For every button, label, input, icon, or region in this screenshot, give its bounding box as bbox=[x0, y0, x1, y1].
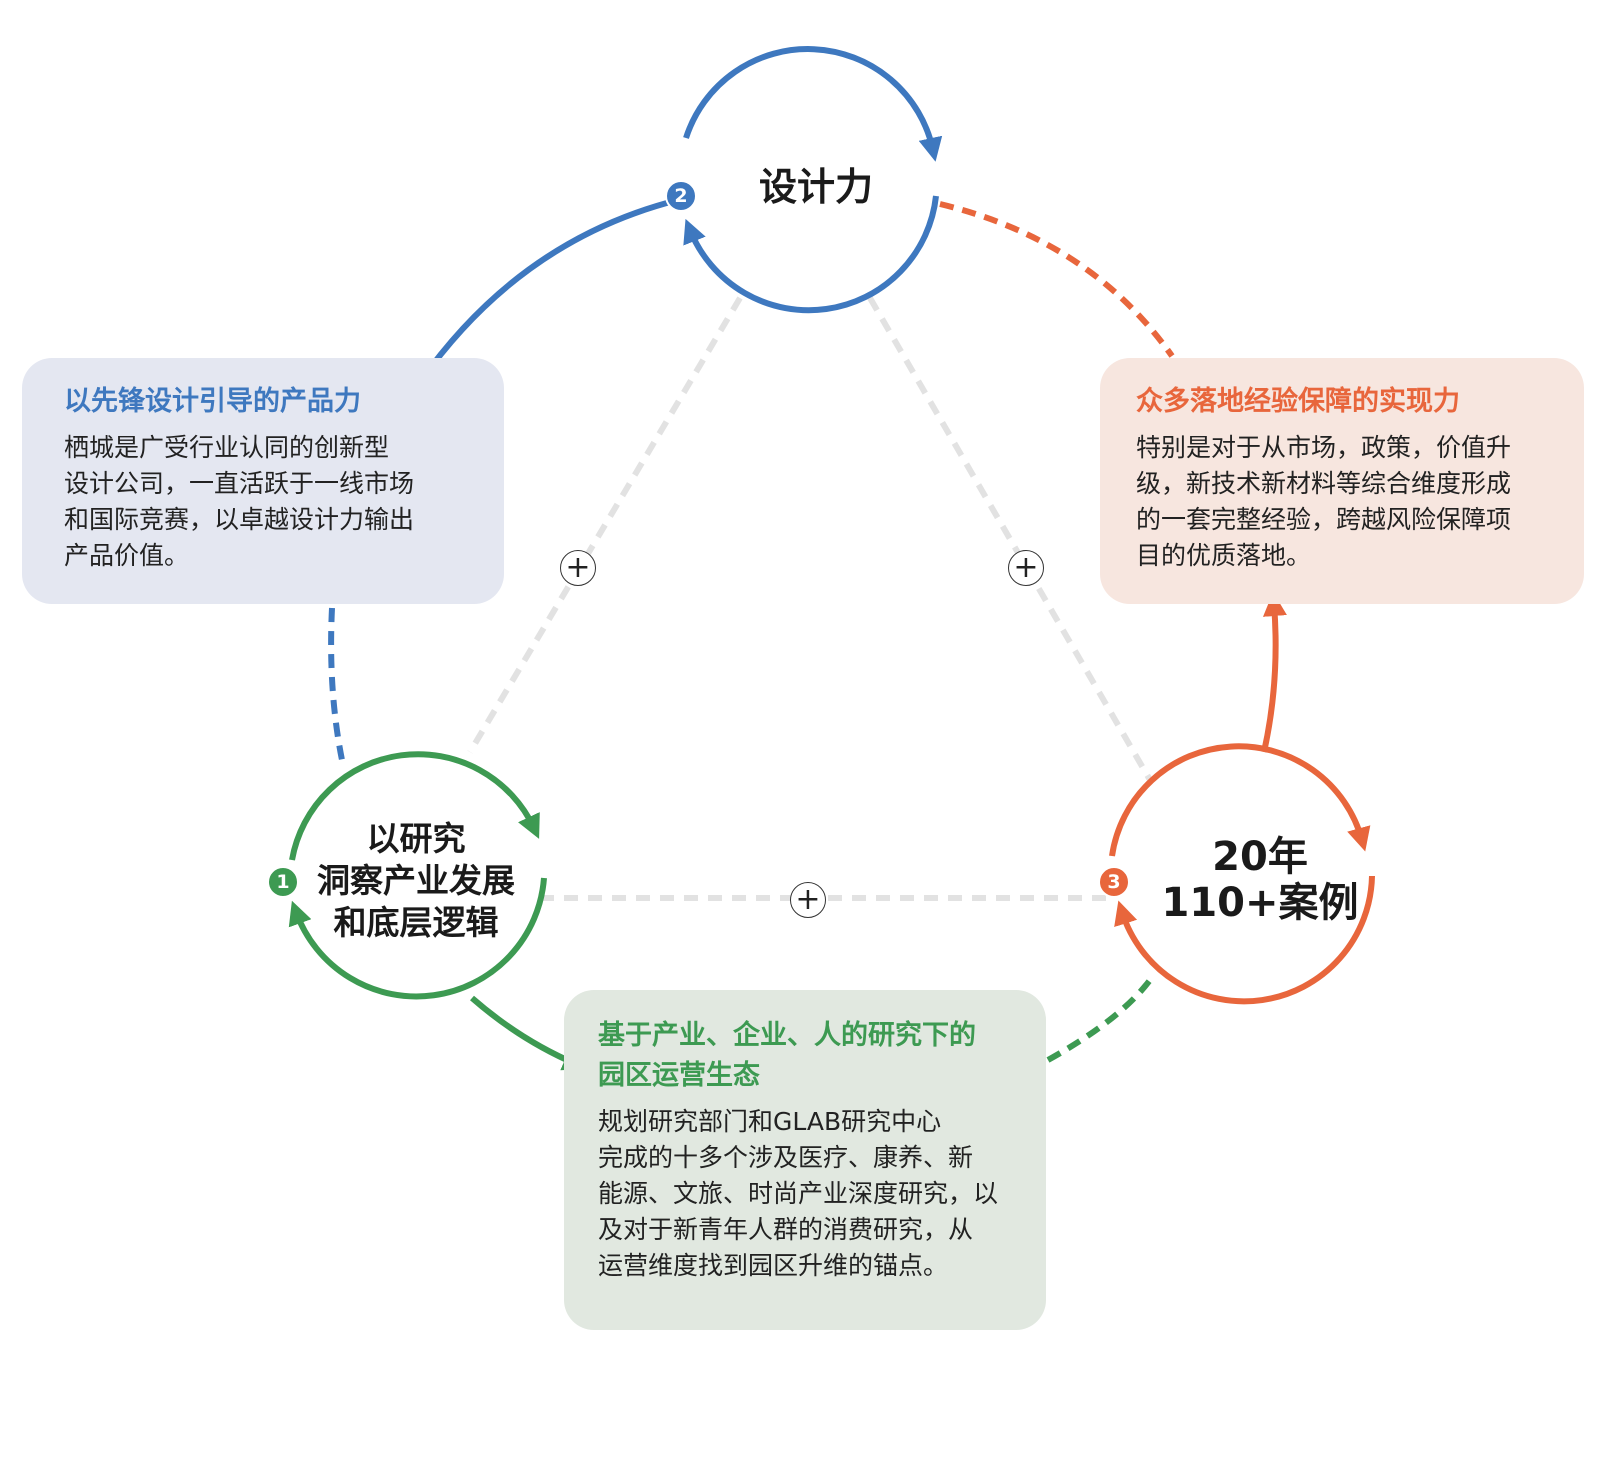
operation-title-line: 园区运营生态 bbox=[598, 1060, 760, 1091]
card-line: 设计公司，一直活跃于一线市场 bbox=[64, 469, 415, 498]
link-design-years bbox=[867, 296, 1153, 782]
operation-card: 基于产业、企业、人的研究下的 园区运营生态 规划研究部门和GLAB研究中心 完成… bbox=[564, 990, 1046, 1330]
product-card-body: 栖城是广受行业认同的创新型 设计公司，一直活跃于一线市场 和国际竞赛，以卓越设计… bbox=[64, 430, 474, 574]
plus-icon: + bbox=[1008, 550, 1044, 586]
node-research-line: 以研究 bbox=[366, 819, 466, 858]
card-line: 级，新技术新材料等综合维度形成 bbox=[1136, 469, 1512, 498]
product-card-title: 以先锋设计引导的产品力 bbox=[64, 386, 361, 417]
triangle-links bbox=[467, 296, 1153, 901]
node-years-line: 110+案例 bbox=[1161, 880, 1359, 926]
card-line: 规划研究部门和GLAB研究中心 bbox=[598, 1107, 942, 1136]
card-line: 运营维度找到园区升维的锚点。 bbox=[598, 1251, 949, 1280]
arrow-years-to-realization bbox=[1261, 592, 1287, 753]
realization-card: 众多落地经验保障的实现力 特别是对于从市场，政策，价值升 级，新技术新材料等综合… bbox=[1100, 358, 1584, 604]
card-line: 及对于新青年人群的消费研究，从 bbox=[598, 1215, 974, 1244]
product-card: 以先锋设计引导的产品力 栖城是广受行业认同的创新型 设计公司，一直活跃于一线市场… bbox=[22, 358, 504, 604]
card-line: 产品价值。 bbox=[64, 541, 190, 570]
realization-card-body: 特别是对于从市场，政策，价值升 级，新技术新材料等综合维度形成 的一套完整经验，… bbox=[1136, 430, 1560, 574]
badge-1: 1 bbox=[267, 866, 299, 898]
node-research-line: 和底层逻辑 bbox=[333, 903, 499, 942]
node-years-label: 20年 110+案例 bbox=[1130, 834, 1390, 926]
years-cycle bbox=[1109, 743, 1375, 1005]
operation-card-title: 基于产业、企业、人的研究下的 园区运营生态 bbox=[598, 1016, 1022, 1096]
design-cycle bbox=[683, 46, 943, 314]
badge-2: 2 bbox=[665, 180, 697, 212]
card-line: 栖城是广受行业认同的创新型 bbox=[64, 433, 390, 462]
research-cycle bbox=[288, 751, 547, 1000]
card-line: 和国际竞赛，以卓越设计力输出 bbox=[64, 505, 415, 534]
card-line: 目的优质落地。 bbox=[1136, 541, 1312, 570]
card-line: 完成的十多个涉及医疗、康养、新 bbox=[598, 1143, 974, 1172]
dash-product-to-research bbox=[328, 607, 345, 761]
operation-card-body: 规划研究部门和GLAB研究中心 完成的十多个涉及医疗、康养、新 能源、文旅、时尚… bbox=[598, 1104, 1022, 1284]
dash-realization-to-design bbox=[939, 201, 1175, 358]
realization-card-title: 众多落地经验保障的实现力 bbox=[1136, 386, 1460, 417]
node-years-line: 20年 bbox=[1212, 834, 1308, 880]
link-design-research bbox=[467, 296, 743, 754]
node-research-line: 洞察产业发展 bbox=[317, 861, 515, 900]
operation-title-line: 基于产业、企业、人的研究下的 bbox=[598, 1020, 976, 1051]
arrow-research-to-operation bbox=[470, 995, 588, 1071]
arrow-design-to-product bbox=[413, 197, 679, 392]
dash-operation-to-years bbox=[1046, 978, 1153, 1063]
plus-icon: + bbox=[560, 550, 596, 586]
node-research-label: 以研究 洞察产业发展 和底层逻辑 bbox=[286, 818, 546, 944]
badge-3: 3 bbox=[1098, 866, 1130, 898]
card-line: 特别是对于从市场，政策，价值升 bbox=[1136, 433, 1512, 462]
plus-icon: + bbox=[790, 882, 826, 918]
card-line: 的一套完整经验，跨越风险保障项 bbox=[1136, 505, 1512, 534]
node-design-label: 设计力 bbox=[758, 165, 873, 209]
card-line: 能源、文旅、时尚产业深度研究，以 bbox=[598, 1179, 999, 1208]
